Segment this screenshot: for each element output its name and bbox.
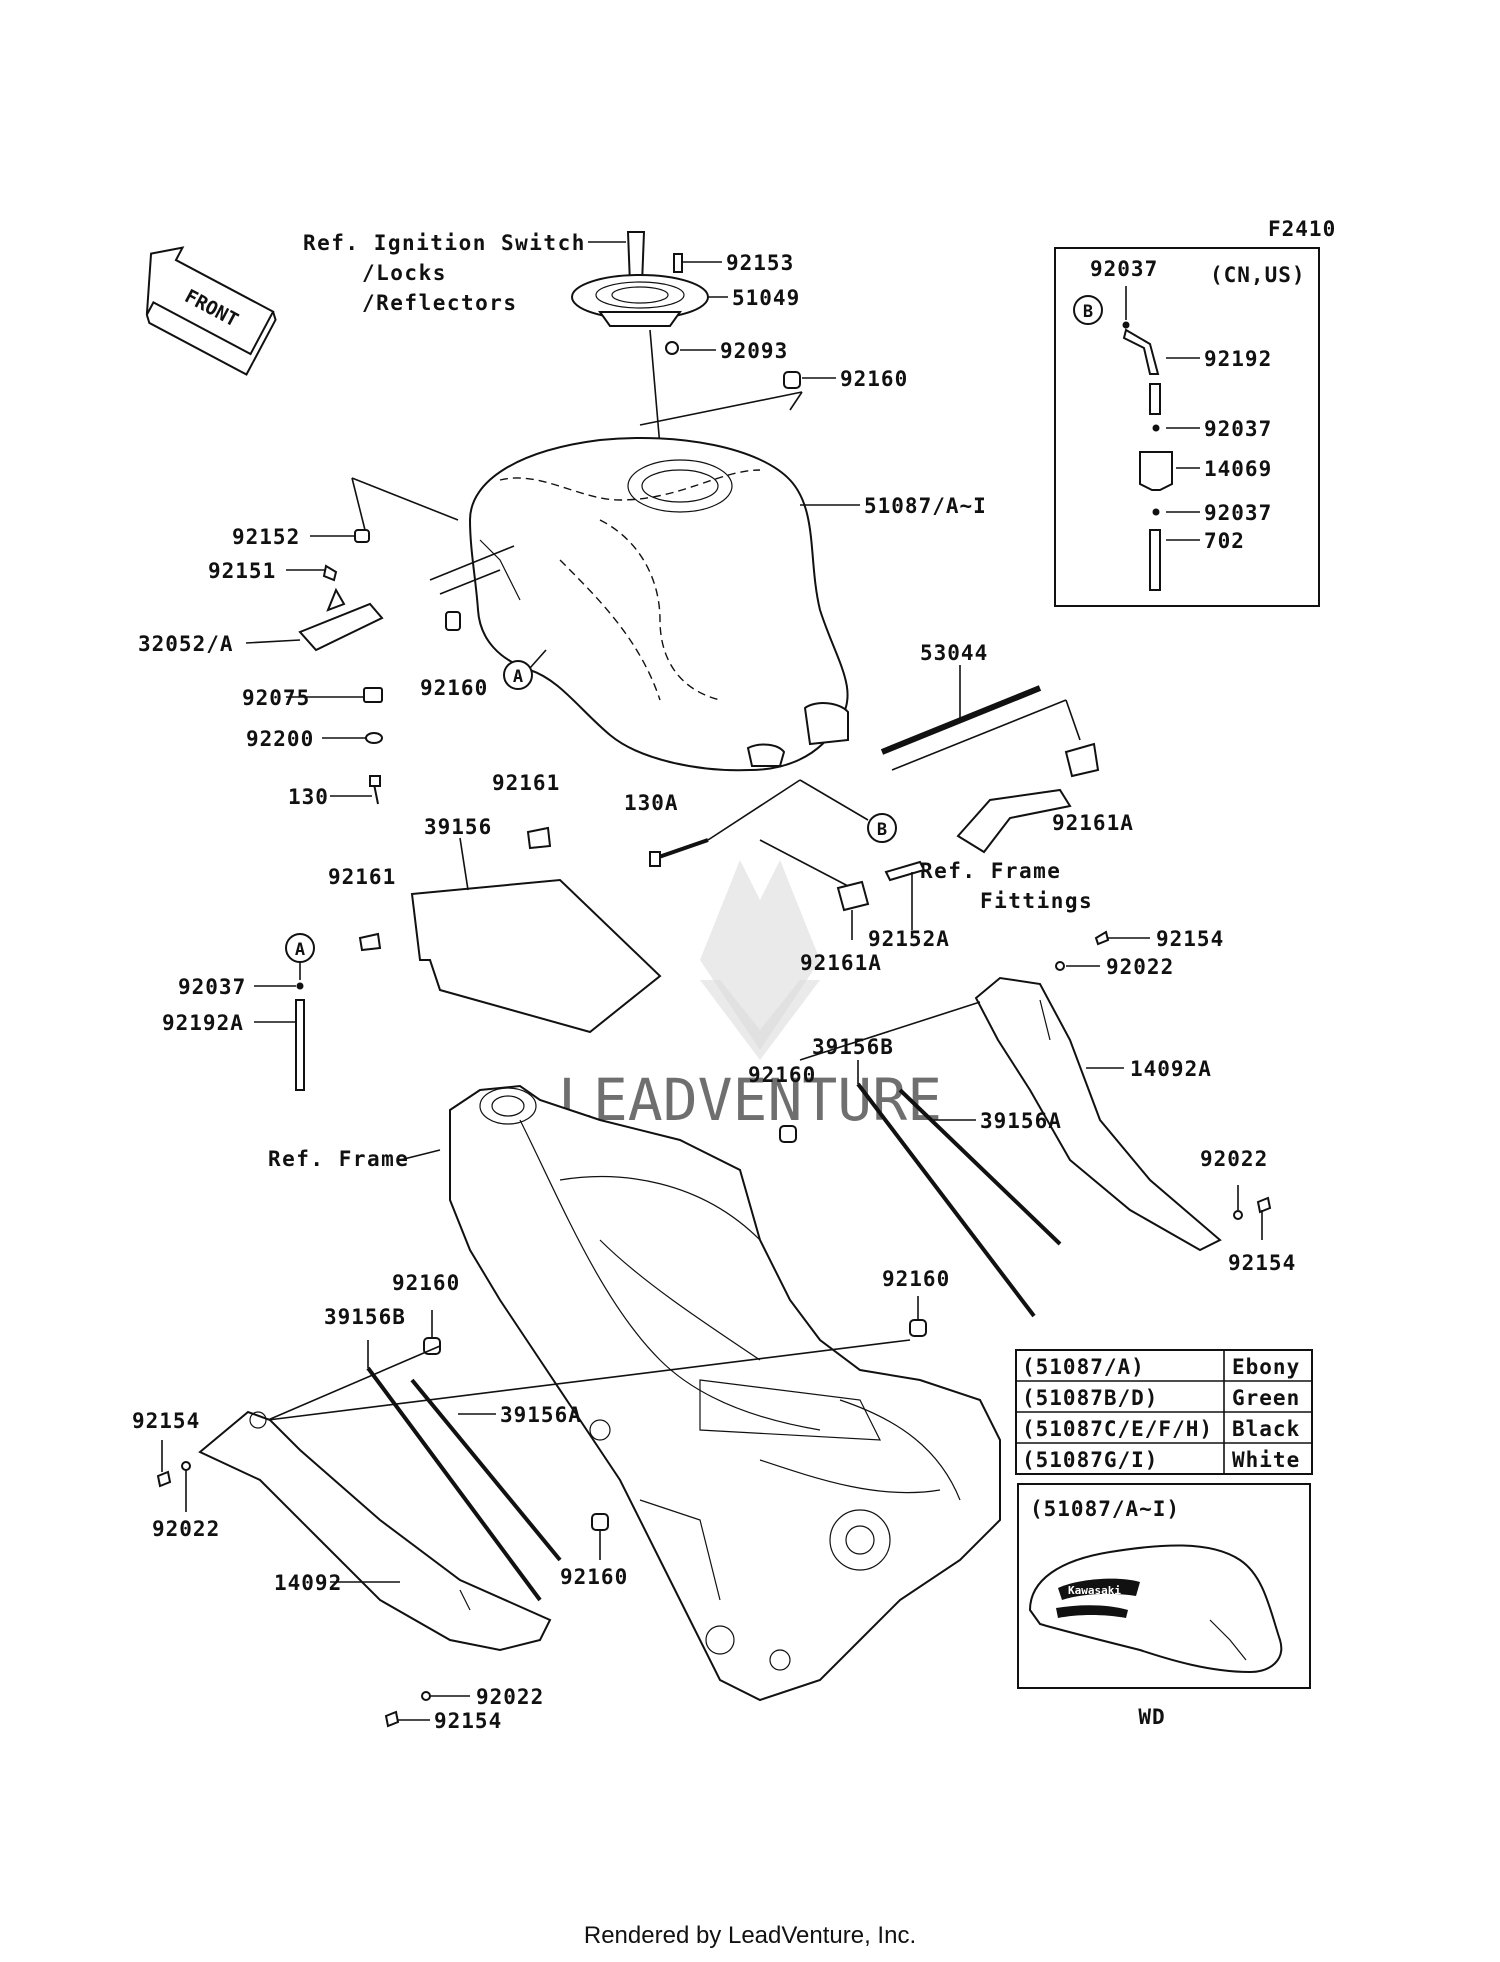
color-row-3-color: Black bbox=[1232, 1417, 1300, 1441]
inset-wd: (51087/A~I) Kawasaki WD bbox=[1017, 1483, 1311, 1729]
decal-text: Kawasaki bbox=[1068, 1584, 1121, 1597]
color-row-1-color: Ebony bbox=[1232, 1355, 1300, 1379]
part-92160-center-label: 92160 bbox=[882, 1267, 950, 1291]
part-92161-left-label: 92161 bbox=[328, 865, 396, 889]
front-arrow-icon: FRONT bbox=[145, 246, 277, 376]
part-92022-r1-label: 92022 bbox=[1106, 955, 1174, 979]
part-92161A-mid-label: 92161A bbox=[800, 951, 882, 975]
color-row-1-code: (51087/A) bbox=[1022, 1355, 1145, 1379]
ref-frame-fittings-line2: Fittings bbox=[980, 889, 1093, 913]
footer-credit: Rendered by LeadVenture, Inc. bbox=[583, 1922, 917, 1949]
part-92160-low-label: 92160 bbox=[392, 1271, 460, 1295]
ref-ignition-line2: /Locks bbox=[362, 261, 447, 285]
part-92160-mid-label: 92160 bbox=[748, 1063, 816, 1087]
part-92154-bottom-label: 92154 bbox=[434, 1709, 502, 1733]
ref-frame-fittings-line1: Ref. Frame bbox=[920, 859, 1061, 883]
part-92154-left-label: 92154 bbox=[132, 1409, 200, 1433]
callout-A-left: A bbox=[295, 940, 305, 960]
part-92151-label: 92151 bbox=[208, 559, 276, 583]
part-92022-bottom-label: 92022 bbox=[476, 1685, 544, 1709]
part-92152A-label: 92152A bbox=[868, 927, 950, 951]
color-table: (51087/A) Ebony (51087B/D) Green (51087C… bbox=[1015, 1349, 1313, 1475]
part-92154-r2-label: 92154 bbox=[1228, 1251, 1296, 1275]
ref-ignition-line1: Ref. Ignition Switch bbox=[303, 231, 586, 255]
frame-part bbox=[449, 1084, 1001, 1702]
watermark: LEADVENTURE bbox=[558, 860, 942, 1134]
part-92075-label: 92075 bbox=[242, 686, 310, 710]
color-row-2-code: (51087B/D) bbox=[1022, 1386, 1158, 1410]
part-130-label: 130 bbox=[288, 785, 329, 809]
part-14092A-label: 14092A bbox=[1130, 1057, 1212, 1081]
side-cover-right-part bbox=[974, 976, 1222, 1252]
ref-frame-label: Ref. Frame bbox=[268, 1147, 409, 1171]
part-92160-top-label: 92160 bbox=[840, 367, 908, 391]
inset-cn-us: (CN,US) 92037 B 92192 92037 14069 92037 … bbox=[1054, 247, 1320, 607]
part-92160-left-label: 92160 bbox=[420, 676, 488, 700]
part-92153-label: 92153 bbox=[726, 251, 794, 275]
frame-fitting-part bbox=[956, 788, 1072, 854]
part-92093-label: 92093 bbox=[720, 339, 788, 363]
fuel-tank-part bbox=[468, 437, 849, 772]
tank-bracket-part bbox=[298, 587, 384, 652]
inset-part-92192-label: 92192 bbox=[1204, 347, 1272, 371]
part-92152-label: 92152 bbox=[232, 525, 300, 549]
watermark-text: LEADVENTURE bbox=[558, 1066, 942, 1134]
inset-part-92037-3-label: 92037 bbox=[1204, 501, 1272, 525]
part-39156B-left-label: 39156B bbox=[324, 1305, 406, 1329]
inset-part-14069-label: 14069 bbox=[1204, 457, 1272, 481]
part-92160-bottom-label: 92160 bbox=[560, 1565, 628, 1589]
part-92161A-right-label: 92161A bbox=[1052, 811, 1134, 835]
filler-cap-part bbox=[571, 274, 709, 327]
part-92037-A-label: 92037 bbox=[178, 975, 246, 999]
seat-mat-part bbox=[410, 878, 662, 1034]
inset-part-92037-1-label: 92037 bbox=[1090, 257, 1158, 281]
part-14092-label: 14092 bbox=[274, 1571, 342, 1595]
callout-A-tank: A bbox=[513, 667, 523, 687]
inset-wd-caption: WD bbox=[1138, 1705, 1165, 1729]
ref-ignition-line3: /Reflectors bbox=[362, 291, 518, 315]
color-row-4-color: White bbox=[1232, 1448, 1300, 1472]
part-39156-label: 39156 bbox=[424, 815, 492, 839]
part-39156A-right-label: 39156A bbox=[980, 1109, 1062, 1133]
part-39156A-left-label: 39156A bbox=[500, 1403, 582, 1427]
part-51049-label: 51049 bbox=[732, 286, 800, 310]
part-92022-r2-label: 92022 bbox=[1200, 1147, 1268, 1171]
callout-B-tank: B bbox=[877, 820, 887, 840]
tank-decal-icon: Kawasaki bbox=[1028, 1544, 1283, 1674]
inset-cn-us-title: (CN,US) bbox=[1210, 263, 1306, 287]
color-row-3-code: (51087C/E/F/H) bbox=[1022, 1417, 1213, 1441]
part-92022-left-label: 92022 bbox=[152, 1517, 220, 1541]
part-92192A-label: 92192A bbox=[162, 1011, 244, 1035]
color-row-4-code: (51087G/I) bbox=[1022, 1448, 1158, 1472]
callout-B-inset: B bbox=[1083, 302, 1093, 322]
part-51087-label: 51087/A~I bbox=[864, 494, 987, 518]
part-92154-r1-label: 92154 bbox=[1156, 927, 1224, 951]
inset-part-92037-2-label: 92037 bbox=[1204, 417, 1272, 441]
side-cover-left-part bbox=[198, 1410, 552, 1652]
part-39156B-right-label: 39156B bbox=[812, 1035, 894, 1059]
part-53044-label: 53044 bbox=[920, 641, 988, 665]
figure-code: F2410 bbox=[1268, 217, 1336, 241]
part-130A-label: 130A bbox=[624, 791, 679, 815]
part-92200-label: 92200 bbox=[246, 727, 314, 751]
inset-wd-title: (51087/A~I) bbox=[1030, 1497, 1180, 1521]
color-row-2-color: Green bbox=[1232, 1386, 1300, 1410]
inset-part-702-label: 702 bbox=[1204, 529, 1245, 553]
part-92161-top-label: 92161 bbox=[492, 771, 560, 795]
part-32052-label: 32052/A bbox=[138, 632, 234, 656]
